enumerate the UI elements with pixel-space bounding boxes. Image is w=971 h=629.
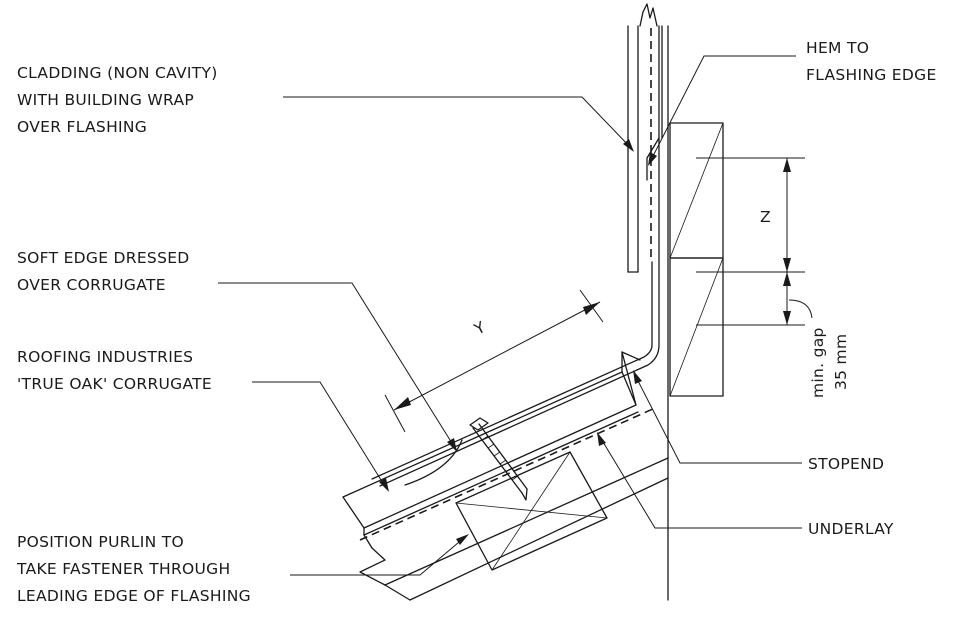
- callout-hem: HEM TO FLASHING EDGE: [806, 39, 937, 84]
- callout-stopend: STOPEND: [808, 455, 884, 473]
- purlin-line1: POSITION PURLIN TO: [17, 533, 184, 551]
- cladding-assembly: [627, 3, 669, 601]
- dimension-z-label: Z: [760, 208, 771, 226]
- stopend-label: STOPEND: [808, 455, 884, 473]
- soft-edge-line2: OVER CORRUGATE: [17, 276, 166, 294]
- min-gap-line1: min. gap: [809, 327, 827, 398]
- purlin-line2: TAKE FASTENER THROUGH: [16, 560, 230, 578]
- callout-underlay: UNDERLAY: [808, 520, 894, 538]
- fastener-icon: [469, 417, 528, 501]
- underlay-label: UNDERLAY: [808, 520, 894, 538]
- purlin-line3: LEADING EDGE OF FLASHING: [17, 587, 251, 605]
- dimension-y: Y: [384, 289, 604, 433]
- callout-roofing: ROOFING INDUSTRIES 'TRUE OAK' CORRUGATE: [17, 348, 212, 393]
- leader-lines: [218, 55, 802, 576]
- dimension-z: Z: [696, 157, 813, 326]
- min-gap-label: min. gap 35 mm: [809, 327, 850, 398]
- callout-soft-edge: SOFT EDGE DRESSED OVER CORRUGATE: [17, 249, 190, 294]
- roof-assembly: [342, 351, 669, 601]
- roofing-line2: 'TRUE OAK' CORRUGATE: [17, 375, 212, 393]
- cladding-line2: WITH BUILDING WRAP: [17, 91, 194, 109]
- callout-purlin: POSITION PURLIN TO TAKE FASTENER THROUGH…: [16, 533, 251, 605]
- hem-line1: HEM TO: [806, 39, 869, 57]
- roofing-line1: ROOFING INDUSTRIES: [17, 348, 193, 366]
- flashing: [371, 137, 660, 487]
- soft-edge-curve: [404, 439, 463, 486]
- cladding-line1: CLADDING (NON CAVITY): [17, 64, 218, 82]
- wall-battens: [669, 122, 724, 397]
- min-gap-line2: 35 mm: [832, 334, 850, 390]
- hem-line2: FLASHING EDGE: [806, 66, 937, 84]
- callout-cladding: CLADDING (NON CAVITY) WITH BUILDING WRAP…: [17, 64, 218, 136]
- cladding-line3: OVER FLASHING: [17, 118, 147, 136]
- soft-edge-line1: SOFT EDGE DRESSED: [17, 249, 190, 267]
- dimension-y-label: Y: [471, 318, 489, 339]
- purlin: [455, 451, 608, 571]
